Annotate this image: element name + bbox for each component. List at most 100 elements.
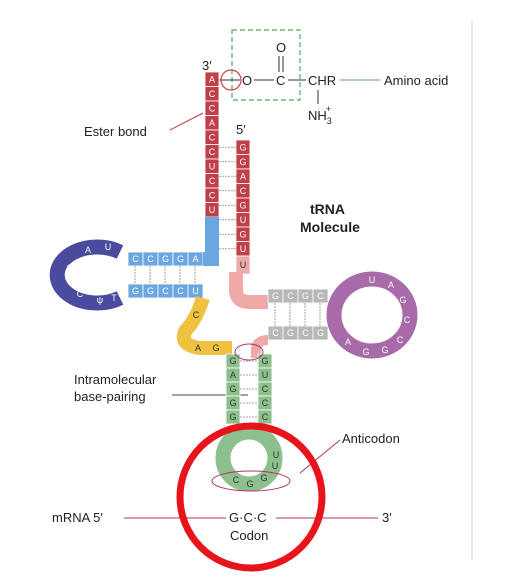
t-loop-base: C — [404, 315, 411, 325]
carboxyl-dashed-box — [231, 29, 301, 101]
d-arm-top-base: G — [162, 254, 169, 264]
acceptor-3prime-base: C — [209, 132, 216, 142]
d-arm-top-connector — [203, 248, 219, 266]
anticodon-stem-left-base: A — [230, 370, 236, 380]
d-arm-bottom-base: G — [147, 286, 154, 296]
d-arm-bottom-base-box — [187, 283, 204, 299]
carbonyl-oxygen: O — [276, 40, 286, 55]
acceptor-3prime-base: U — [209, 161, 216, 171]
anticodon-stem-right-base: G — [261, 356, 268, 366]
mrna-5prime-label: mRNA 5′ — [52, 510, 103, 525]
intramolecular-label-1: Intramolecular — [74, 372, 157, 387]
anticodon-stem-left-base: G — [229, 398, 236, 408]
acceptor-3prime-base: U — [209, 205, 216, 215]
t-loop-base: A — [345, 337, 351, 347]
anticodon-leader — [299, 439, 341, 474]
t-loop-base: G — [381, 345, 388, 355]
intramolecular-label-2: base-pairing — [74, 389, 146, 404]
t-arm-top-base: C — [317, 291, 324, 301]
anticodon-stem-right-base: C — [262, 384, 269, 394]
ester-bond-circle — [220, 69, 242, 91]
t-arm-top-base-box — [312, 288, 329, 304]
d-loop-base: G — [66, 263, 73, 273]
acceptor-3prime-base: A — [209, 74, 215, 84]
acceptor-5prime-base: G — [239, 142, 246, 152]
amino-acid-chemistry: O O C CHR NH3+ Amino acid — [214, 29, 448, 126]
variable-base: C — [193, 310, 200, 320]
t-arm-top-base: C — [287, 291, 294, 301]
t-arm-bottom-base: G — [317, 328, 324, 338]
title-line-1: tRNA — [310, 201, 345, 217]
acceptor-5prime-base: G — [239, 229, 246, 239]
anticodon-loop-base: C — [233, 475, 240, 485]
t-loop-base: A — [388, 280, 394, 290]
amine-group: NH3+ — [308, 104, 332, 126]
t-arm-bottom-base: C — [302, 328, 309, 338]
highlight-circle — [176, 422, 326, 572]
acceptor-5prime-base: U — [240, 215, 247, 225]
acceptor-5prime-base: U — [240, 244, 247, 254]
d-loop-base: C — [77, 289, 84, 299]
anticodon-loop-base: U — [272, 461, 279, 471]
acceptor-3prime-base: A — [209, 118, 215, 128]
anticodon-stem-left-base: G — [229, 384, 236, 394]
t-loop-base: G — [362, 347, 369, 357]
three-prime-top-label: 3′ — [202, 58, 212, 73]
acceptor-tail-base: U — [240, 260, 247, 270]
t-arm-bottom-base: G — [287, 328, 294, 338]
t-arm-top-base: G — [272, 291, 279, 301]
ester-bond-label: Ester bond — [84, 124, 147, 139]
anticodon-stem-right-base: C — [262, 412, 269, 422]
acceptor-3prime-base: C — [209, 190, 216, 200]
anticodon-ellipse — [211, 470, 291, 492]
d-loop-base: U — [105, 242, 112, 252]
d-arm-top-base: C — [147, 254, 154, 264]
d-arm-top-base: A — [192, 254, 198, 264]
anticodon-loop-base: G — [260, 473, 267, 483]
five-prime-top-label: 5′ — [236, 122, 246, 137]
ester-oxygen: O — [242, 73, 252, 88]
acceptor-t-connector — [229, 272, 268, 309]
title-line-2: Molecule — [300, 219, 360, 235]
acceptor-5prime-base: G — [239, 157, 246, 167]
carbonyl-carbon: C — [276, 73, 285, 88]
t-anticodon-connector — [251, 335, 269, 358]
t-loop-base: C — [397, 335, 404, 345]
variable-base: G — [212, 343, 219, 353]
t-loop-base: U — [369, 275, 376, 285]
mrna-3prime-label: 3′ — [382, 510, 392, 525]
variable-base: A — [195, 343, 201, 353]
t-arm-bottom-base: C — [272, 328, 279, 338]
acceptor-3prime-base: C — [209, 147, 216, 157]
anticodon-stem-left-base: G — [229, 412, 236, 422]
anticodon-loop-base: G — [246, 479, 253, 489]
acceptor-3prime-base: C — [209, 176, 216, 186]
acceptor-5prime-base: G — [239, 200, 246, 210]
acceptor-5prime-base: A — [240, 171, 246, 181]
d-loop-base: A — [85, 245, 91, 255]
chr-group: CHR — [308, 73, 336, 88]
t-arm-bottom-base-box — [312, 325, 329, 341]
acceptor-5prime-base: C — [240, 186, 247, 196]
anticodon-loop — [215, 424, 283, 492]
acceptor-3prime-base: C — [209, 89, 216, 99]
d-arm-bottom-base: C — [177, 286, 184, 296]
t-arm-top-base: G — [302, 291, 309, 301]
stem-top-ellipse — [234, 343, 264, 361]
d-loop — [49, 239, 124, 311]
anticodon-stem-right-base: U — [262, 370, 269, 380]
anticodon-stem-left-base: G — [229, 356, 236, 366]
codon-bases: G·C·C — [229, 510, 267, 525]
anticodon-label: Anticodon — [342, 431, 400, 446]
ester-bond-leader — [169, 112, 204, 131]
codon-label: Codon — [230, 528, 268, 543]
d-arm-bottom-base: U — [192, 286, 199, 296]
d-arm-top-base: C — [132, 254, 139, 264]
d-loop-base: ψ — [97, 295, 103, 305]
anticodon-loop-base: U — [273, 450, 280, 460]
